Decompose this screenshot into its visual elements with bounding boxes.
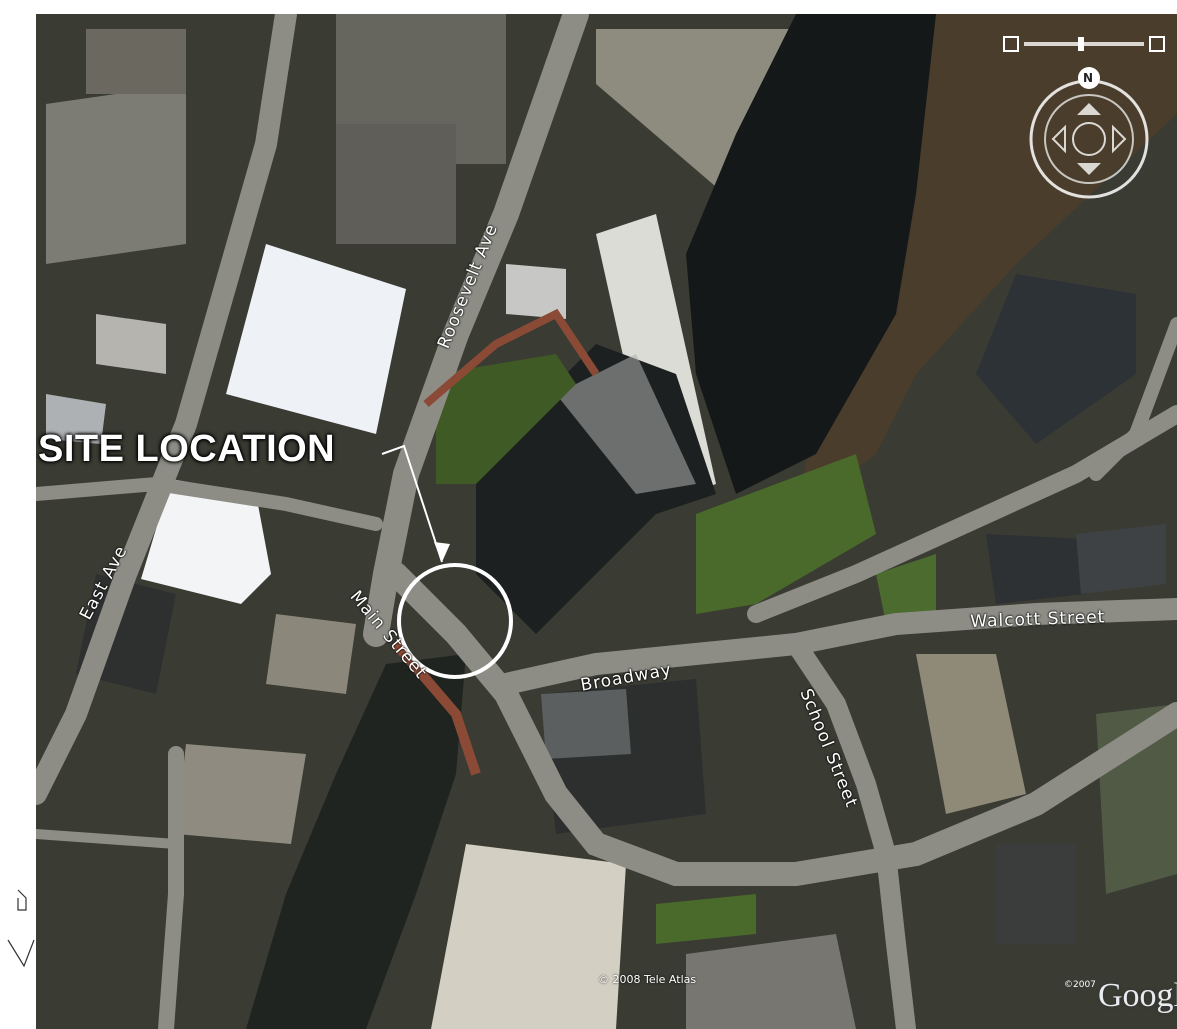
callout-arrow-head bbox=[434, 542, 450, 562]
callout-leader-line bbox=[381, 444, 443, 563]
map-copyright-year: ©2007 bbox=[1064, 980, 1096, 990]
zoom-slider bbox=[1003, 36, 1165, 52]
satellite-map[interactable]: N Roosevelt Ave East Ave Main Street Bro… bbox=[36, 14, 1177, 1029]
map-copyright: © 2008 Tele Atlas bbox=[598, 973, 697, 986]
navigation-compass bbox=[1029, 67, 1149, 199]
compass-north-button[interactable]: N bbox=[1083, 71, 1094, 85]
aerial-imagery bbox=[36, 14, 1177, 1029]
north-arrow-icon bbox=[7, 889, 35, 968]
google-logo: Google bbox=[1098, 977, 1177, 1014]
site-location-label: SITE LOCATION bbox=[38, 428, 336, 470]
site-location-circle bbox=[397, 563, 513, 679]
